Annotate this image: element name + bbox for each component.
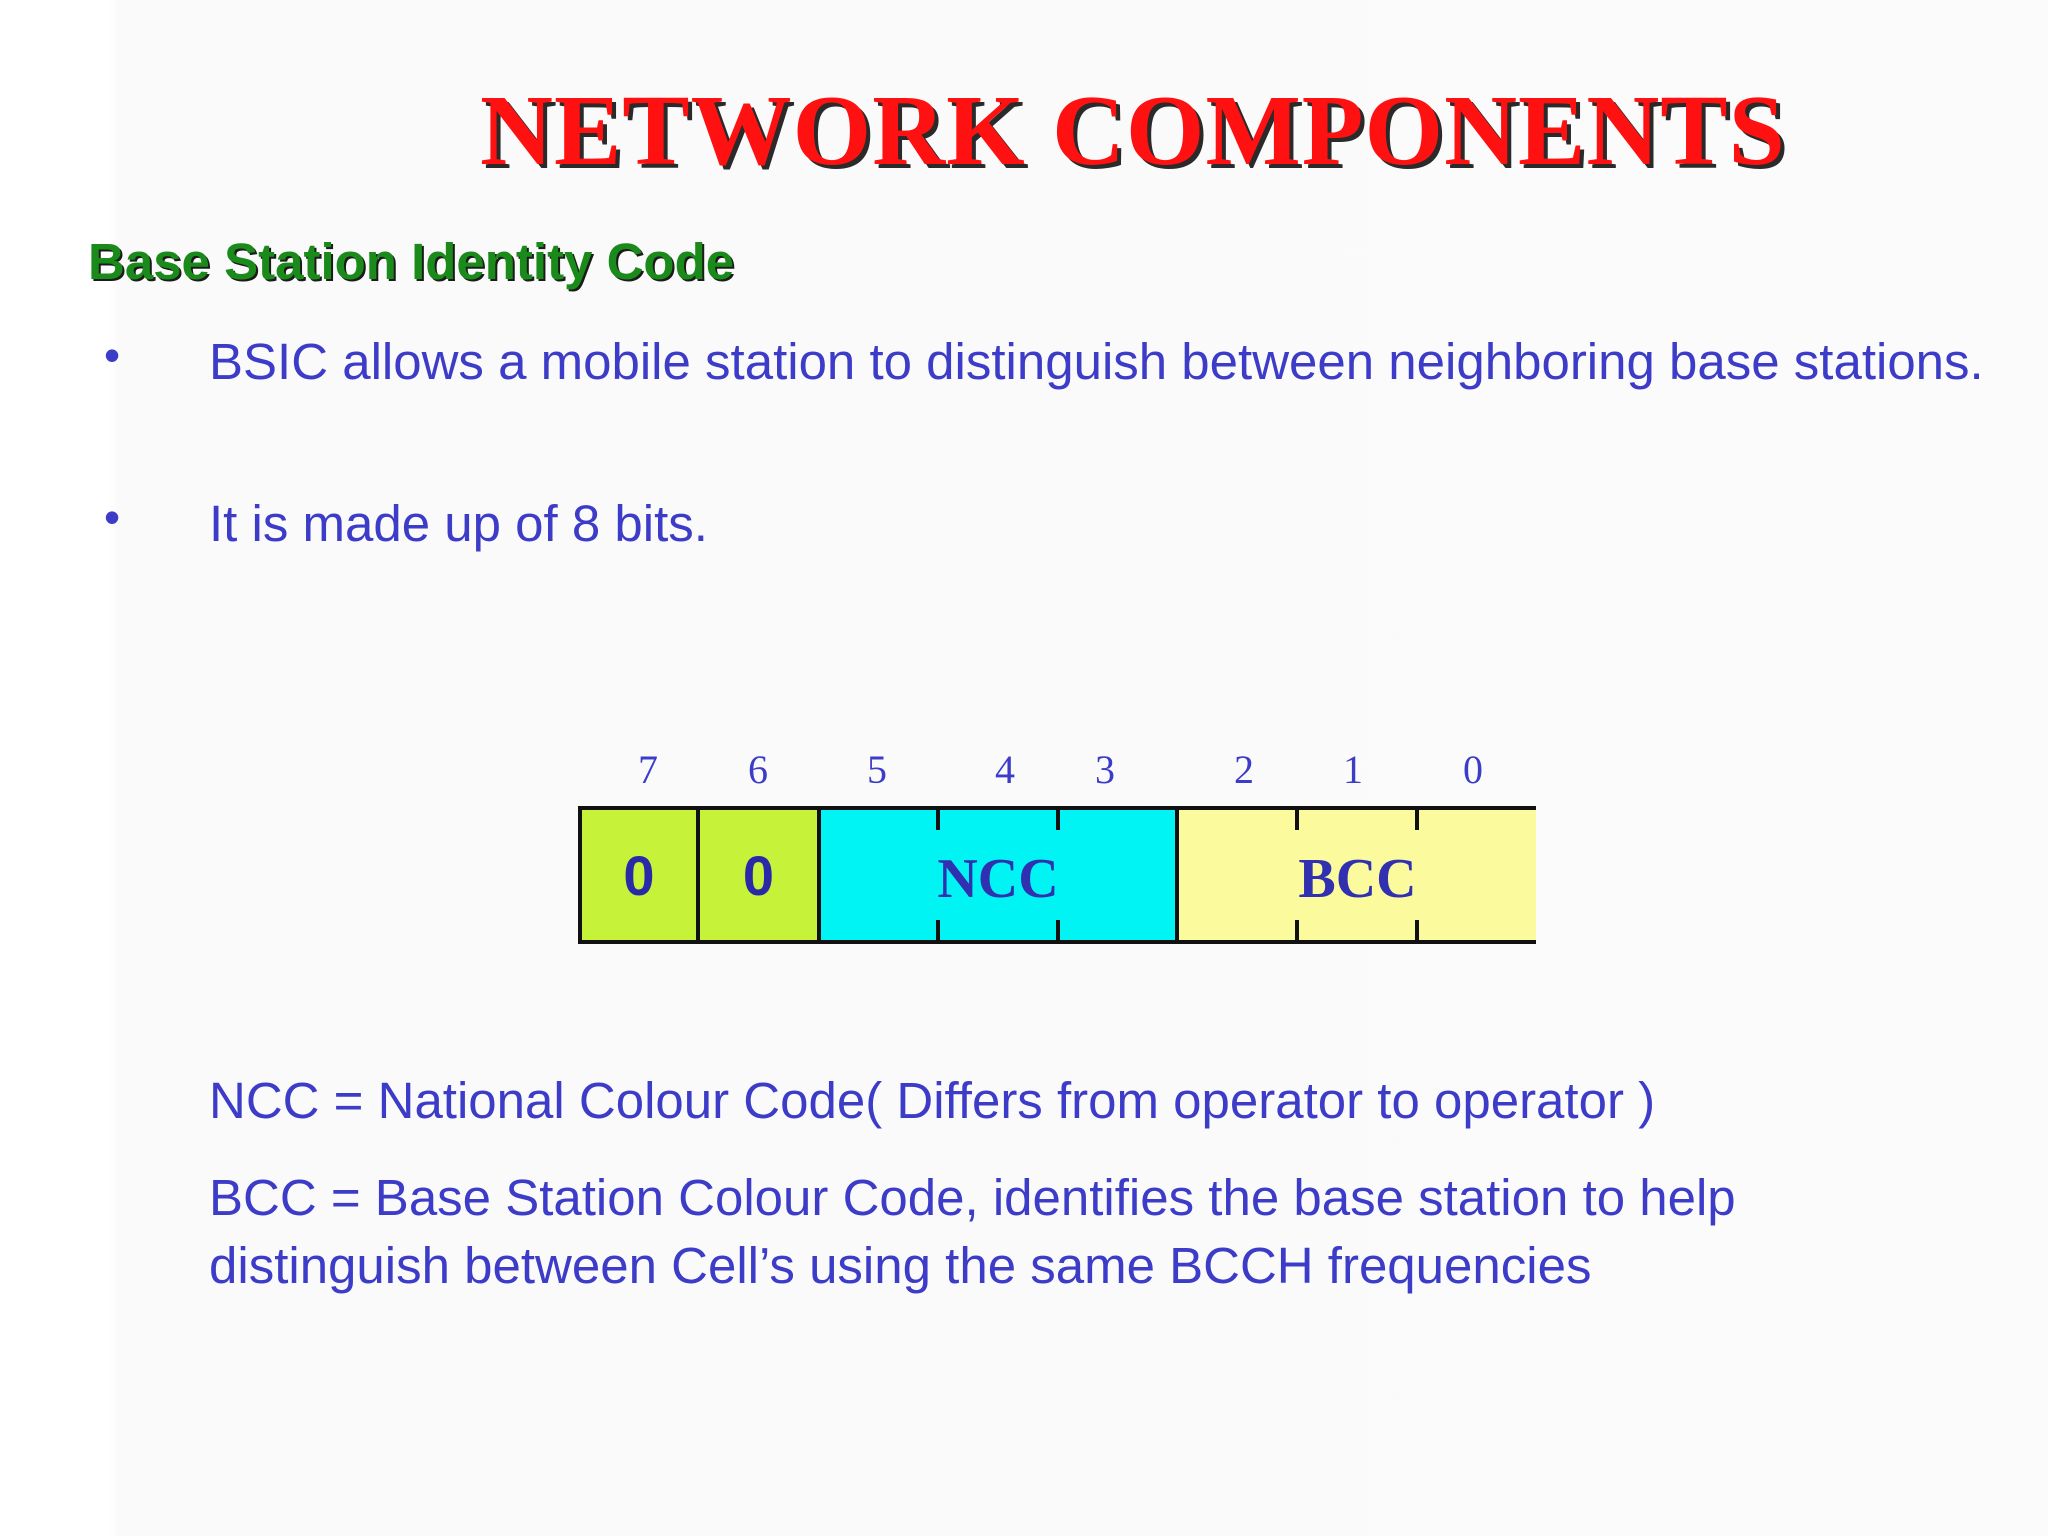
slide-subtitle: Base Station Identity Code bbox=[88, 233, 735, 290]
ncc-label: NCC bbox=[937, 848, 1059, 910]
bullet-text: BSIC allows a mobile station to distingu… bbox=[209, 333, 1984, 390]
bcc-tick-bottom-1 bbox=[1295, 920, 1299, 940]
ncc-tick-top-2 bbox=[1056, 810, 1060, 830]
bit-number-1: 1 bbox=[1343, 747, 1363, 792]
slide-title: NETWORK COMPONENTS bbox=[480, 74, 1786, 186]
bullet-text: It is made up of 8 bits. bbox=[209, 495, 708, 552]
ncc-tick-top-1 bbox=[936, 810, 940, 830]
bit-number-7: 7 bbox=[638, 747, 658, 792]
bcc-tick-bottom-2 bbox=[1415, 920, 1419, 940]
ncc-definition: NCC = National Colour Code( Differs from… bbox=[209, 1072, 1656, 1129]
bit-number-6: 6 bbox=[748, 747, 768, 792]
bit-number-0: 0 bbox=[1463, 747, 1483, 792]
bullet-dot-icon: • bbox=[104, 491, 121, 543]
bullet-dot-icon: • bbox=[104, 329, 121, 381]
ncc-tick-bottom-1 bbox=[936, 920, 940, 940]
bit-6-cell: 0 bbox=[700, 810, 821, 940]
bcc-tick-top-2 bbox=[1415, 810, 1419, 830]
ncc-tick-bottom-2 bbox=[1056, 920, 1060, 940]
bit-6-value: 0 bbox=[742, 843, 775, 907]
bcc-field: BCC bbox=[1179, 810, 1536, 940]
bit-number-5: 5 bbox=[867, 747, 887, 792]
bcc-definition: BCC = Base Station Colour Code, identifi… bbox=[209, 1169, 1736, 1294]
bcc-tick-top-1 bbox=[1295, 810, 1299, 830]
ncc-field: NCC bbox=[821, 810, 1179, 940]
bit-number-3: 3 bbox=[1095, 747, 1115, 792]
bit-7-cell: 0 bbox=[582, 810, 700, 940]
bit-7-value: 0 bbox=[623, 843, 655, 907]
bit-number-4: 4 bbox=[995, 747, 1015, 792]
bsic-register: 0 0 NCC BCC bbox=[578, 806, 1536, 944]
bit-number-2: 2 bbox=[1234, 747, 1254, 792]
bcc-label: BCC bbox=[1298, 848, 1417, 910]
